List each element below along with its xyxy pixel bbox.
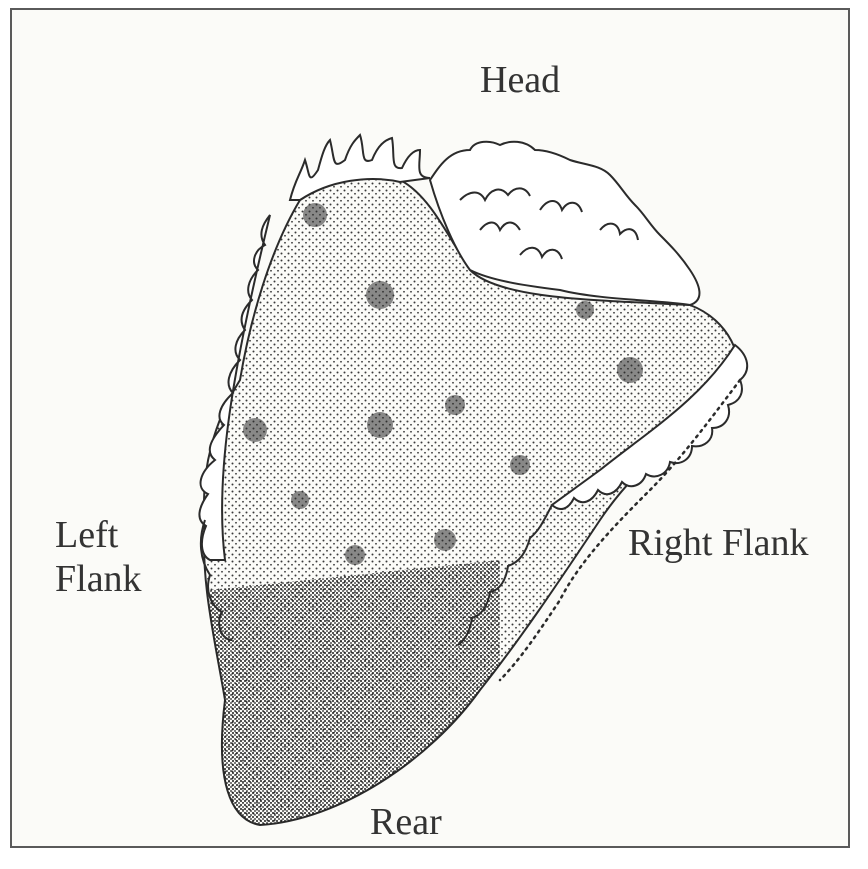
label-rear: Rear [370,800,442,844]
label-right-flank: Right Flank [628,521,809,565]
label-left-flank: Left Flank [55,513,142,601]
label-left-flank-line2: Flank [55,557,142,601]
label-left-flank-line1: Left [55,513,142,557]
label-head: Head [480,58,560,102]
